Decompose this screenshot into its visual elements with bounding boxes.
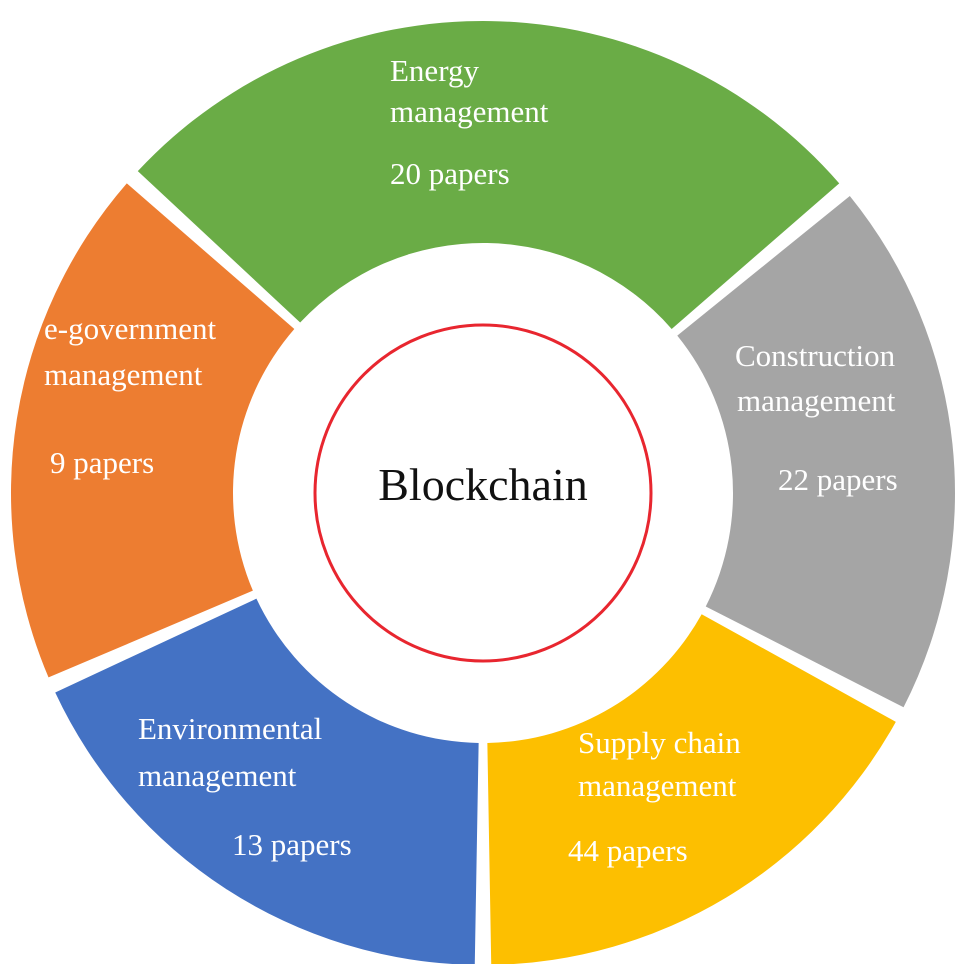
segment-label-line1: Supply chain — [578, 725, 741, 760]
segment-label-line1: Construction — [735, 338, 896, 373]
segment-count: 9 papers — [50, 445, 155, 480]
center-circle — [313, 323, 653, 663]
segment-label-line1: e-government — [44, 311, 217, 346]
segment-label-line2: management — [390, 94, 549, 129]
segment-count: 13 papers — [232, 827, 352, 862]
ring-segment — [137, 20, 840, 329]
segment-label-line2: management — [578, 768, 737, 803]
segment-label-line2: management — [44, 357, 203, 392]
segment-count: 20 papers — [390, 156, 510, 191]
segment-count: 22 papers — [778, 462, 898, 497]
segment-count: 44 papers — [568, 833, 688, 868]
ring-segment — [677, 195, 956, 708]
center-label: Blockchain — [378, 459, 588, 510]
ring-segment — [55, 598, 479, 964]
segment-label-line1: Energy — [390, 53, 479, 88]
ring-segment — [10, 183, 295, 678]
segment-label-line2: management — [138, 758, 297, 793]
segment-label-line1: Environmental — [138, 711, 323, 746]
ring-segment — [487, 614, 896, 964]
segment-label-line2: management — [737, 383, 896, 418]
